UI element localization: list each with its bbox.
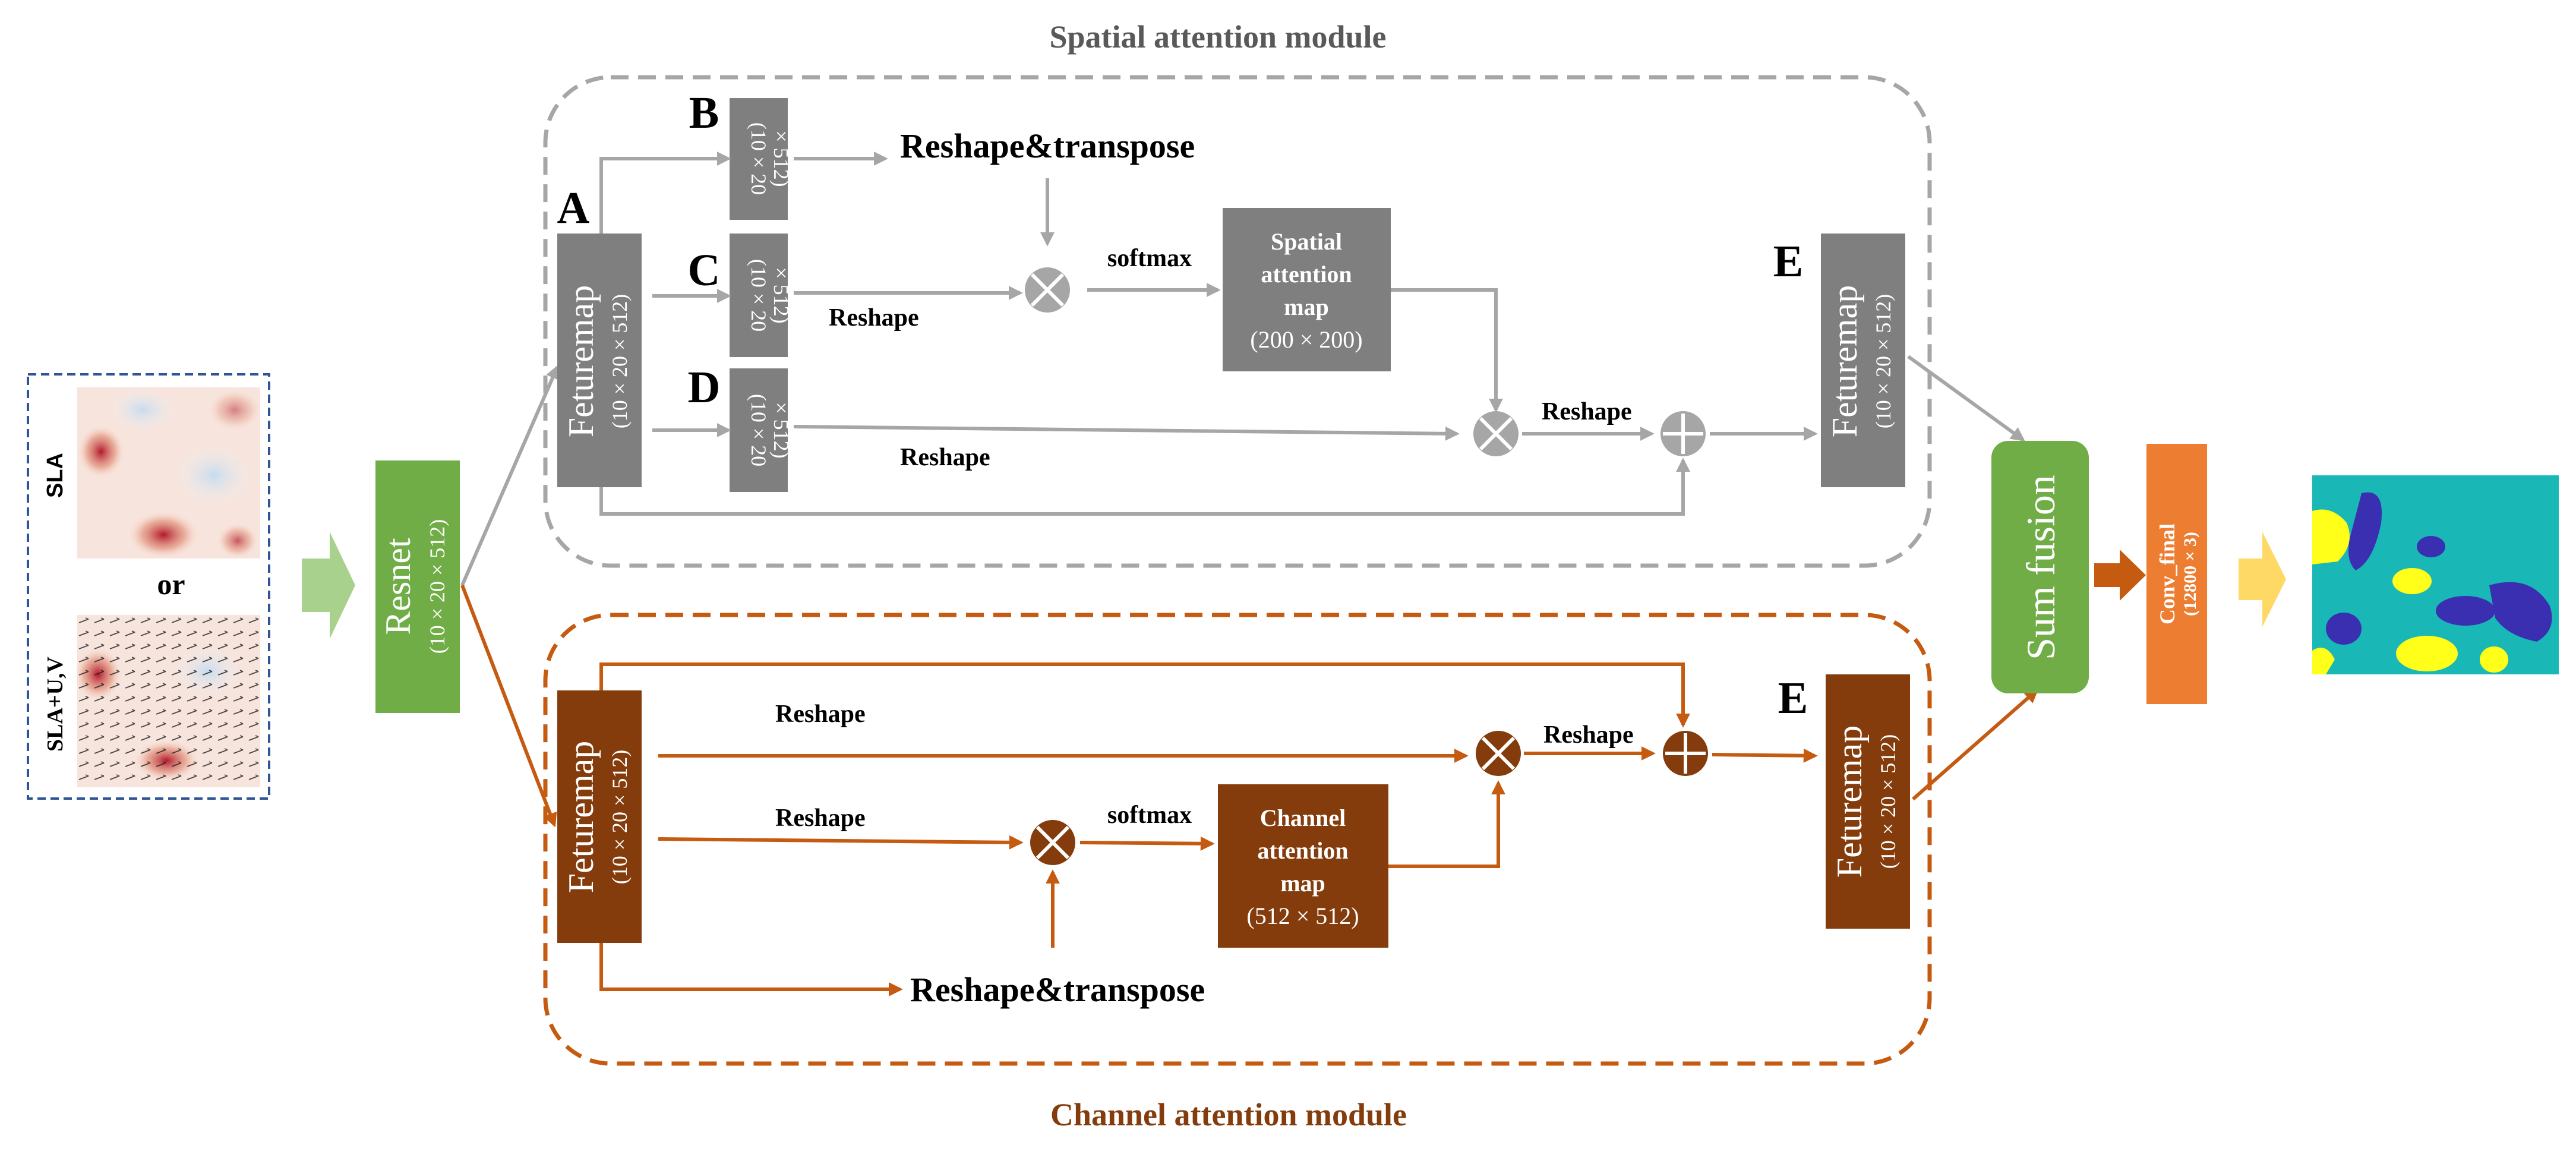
conv-final-box (2146, 444, 2207, 704)
spatial-map-line3: map (1284, 294, 1329, 320)
output-arrow (2239, 532, 2286, 627)
spatial-map-dims: (200 × 200) (1250, 326, 1362, 353)
arrow-skip-spatial (599, 458, 1690, 516)
arrow-fm-to-mult-mid (658, 835, 1024, 850)
sum-fusion-label: Sum fusion (2018, 475, 2063, 660)
arrow-fm-to-transpose (599, 943, 903, 996)
channel-module-frame (543, 613, 1932, 1066)
spatial-reshape-out: Reshape (1542, 398, 1632, 425)
spatial-module-title: Spatial attention module (1049, 19, 1386, 55)
small-box-b-line1: (10 × 20 (747, 122, 771, 195)
small-box-b: (10 × 20 × 512) (730, 98, 793, 220)
input-panel: SLA or SLA+U,V (27, 373, 270, 800)
small-box-c-line2: × 512) (769, 267, 793, 323)
spatial-attention-map-box (1223, 208, 1391, 371)
sla-image (77, 386, 261, 559)
channel-featuremap-title: Feturemap (561, 741, 601, 894)
small-box-d-line1: (10 × 20 (747, 394, 771, 466)
channel-reshape-mid: Reshape (775, 805, 866, 832)
spatial-module-frame (543, 75, 1932, 568)
arrow-resnet-to-channel (460, 584, 557, 828)
channel-reshape-transpose: Reshape&transpose (910, 970, 1205, 1009)
spatial-out-featuremap-title: Feturemap (1825, 285, 1864, 438)
arrow-spatial-to-fusion (1907, 355, 2025, 441)
spatial-map-line1: Spatial (1271, 228, 1342, 255)
arrow-fm-to-b (599, 152, 731, 234)
small-box-c: (10 × 20 × 512) (730, 234, 793, 357)
small-box-c-line1: (10 × 20 (747, 259, 771, 332)
spatial-out-featuremap-box (1821, 234, 1905, 487)
letter-b: B (689, 88, 719, 138)
small-box-d: (10 × 20 × 512) (730, 368, 793, 492)
letter-a: A (557, 183, 590, 233)
spatial-reshape-d: Reshape (900, 444, 990, 471)
channel-sum (1663, 731, 1708, 776)
spatial-featuremap-box (557, 234, 642, 487)
arrow-d-to-mult (793, 425, 1460, 441)
channel-featuremap-dims: (10 × 20 × 512) (608, 750, 632, 885)
spatial-sum (1660, 411, 1706, 456)
or-label: or (157, 567, 185, 601)
channel-out-featuremap-box (1826, 674, 1910, 929)
spatial-featuremap-title: Feturemap (561, 285, 601, 438)
channel-map-line3: map (1280, 870, 1325, 897)
conv-final-label: Conv_final (2155, 523, 2179, 624)
spatial-map-line2: attention (1261, 261, 1352, 288)
arrow-map-down (1391, 288, 1503, 413)
spatial-reshape-transpose: Reshape&transpose (900, 127, 1195, 165)
resnet-label: Resnet (378, 538, 418, 635)
spatial-letter-e: E (1773, 236, 1804, 286)
arrow-channel-to-fusion (1912, 688, 2039, 801)
channel-softmax: softmax (1107, 802, 1192, 829)
channel-module-title: Channel attention module (1050, 1097, 1407, 1132)
small-box-d-line2: × 512) (769, 402, 793, 458)
input-arrow (302, 532, 355, 639)
spatial-reshape-c: Reshape (829, 304, 919, 332)
channel-attention-map-box (1218, 784, 1388, 948)
channel-featuremap-box (557, 690, 642, 943)
channel-map-dims: (512 × 512) (1246, 903, 1359, 929)
arrow-resnet-to-spatial (460, 364, 560, 586)
channel-reshape-top: Reshape (775, 701, 866, 728)
spatial-out-featuremap-dims: (10 × 20 × 512) (1871, 294, 1895, 429)
channel-letter-e: E (1778, 673, 1808, 723)
arrow-cmap-up (1388, 780, 1505, 868)
resnet-box (375, 460, 460, 713)
channel-module: Feturemap (10 × 20 × 512) Reshape Reshap… (557, 662, 1910, 1009)
spatial-featuremap-dims: (10 × 20 × 512) (608, 294, 632, 429)
sla-uv-image (74, 615, 260, 787)
segmentation-output (2312, 475, 2559, 674)
channel-map-line1: Channel (1260, 805, 1346, 831)
sla-uv-label: SLA+U,V (43, 656, 68, 752)
sum-fusion-box (1991, 441, 2089, 693)
channel-map-line2: attention (1257, 837, 1348, 864)
channel-out-featuremap-dims: (10 × 20 × 512) (1876, 734, 1900, 869)
channel-out-featuremap-title: Feturemap (1830, 725, 1869, 878)
arrow-fusion-to-conv (2094, 550, 2146, 601)
resnet-dims: (10 × 20 × 512) (425, 519, 449, 654)
conv-final-dims: (12800 × 3) (2180, 532, 2200, 616)
spatial-module: Feturemap (10 × 20 × 512) A B C D E (10 … (557, 88, 1905, 516)
spatial-softmax: softmax (1107, 245, 1192, 272)
channel-multiply-2 (1476, 731, 1521, 776)
channel-reshape-out: Reshape (1543, 721, 1634, 749)
spatial-multiply-2 (1473, 411, 1519, 456)
arrow-cmult-to-map (1079, 836, 1215, 851)
spatial-multiply-1 (1025, 267, 1070, 313)
letter-d: D (688, 362, 721, 412)
small-box-b-line2: × 512) (769, 130, 793, 187)
sla-label: SLA (43, 453, 68, 498)
letter-c: C (688, 245, 721, 295)
arrow-cplus-to-out (1712, 748, 1818, 763)
arrow-skip-channel (599, 662, 1690, 728)
channel-multiply-1 (1030, 820, 1075, 865)
